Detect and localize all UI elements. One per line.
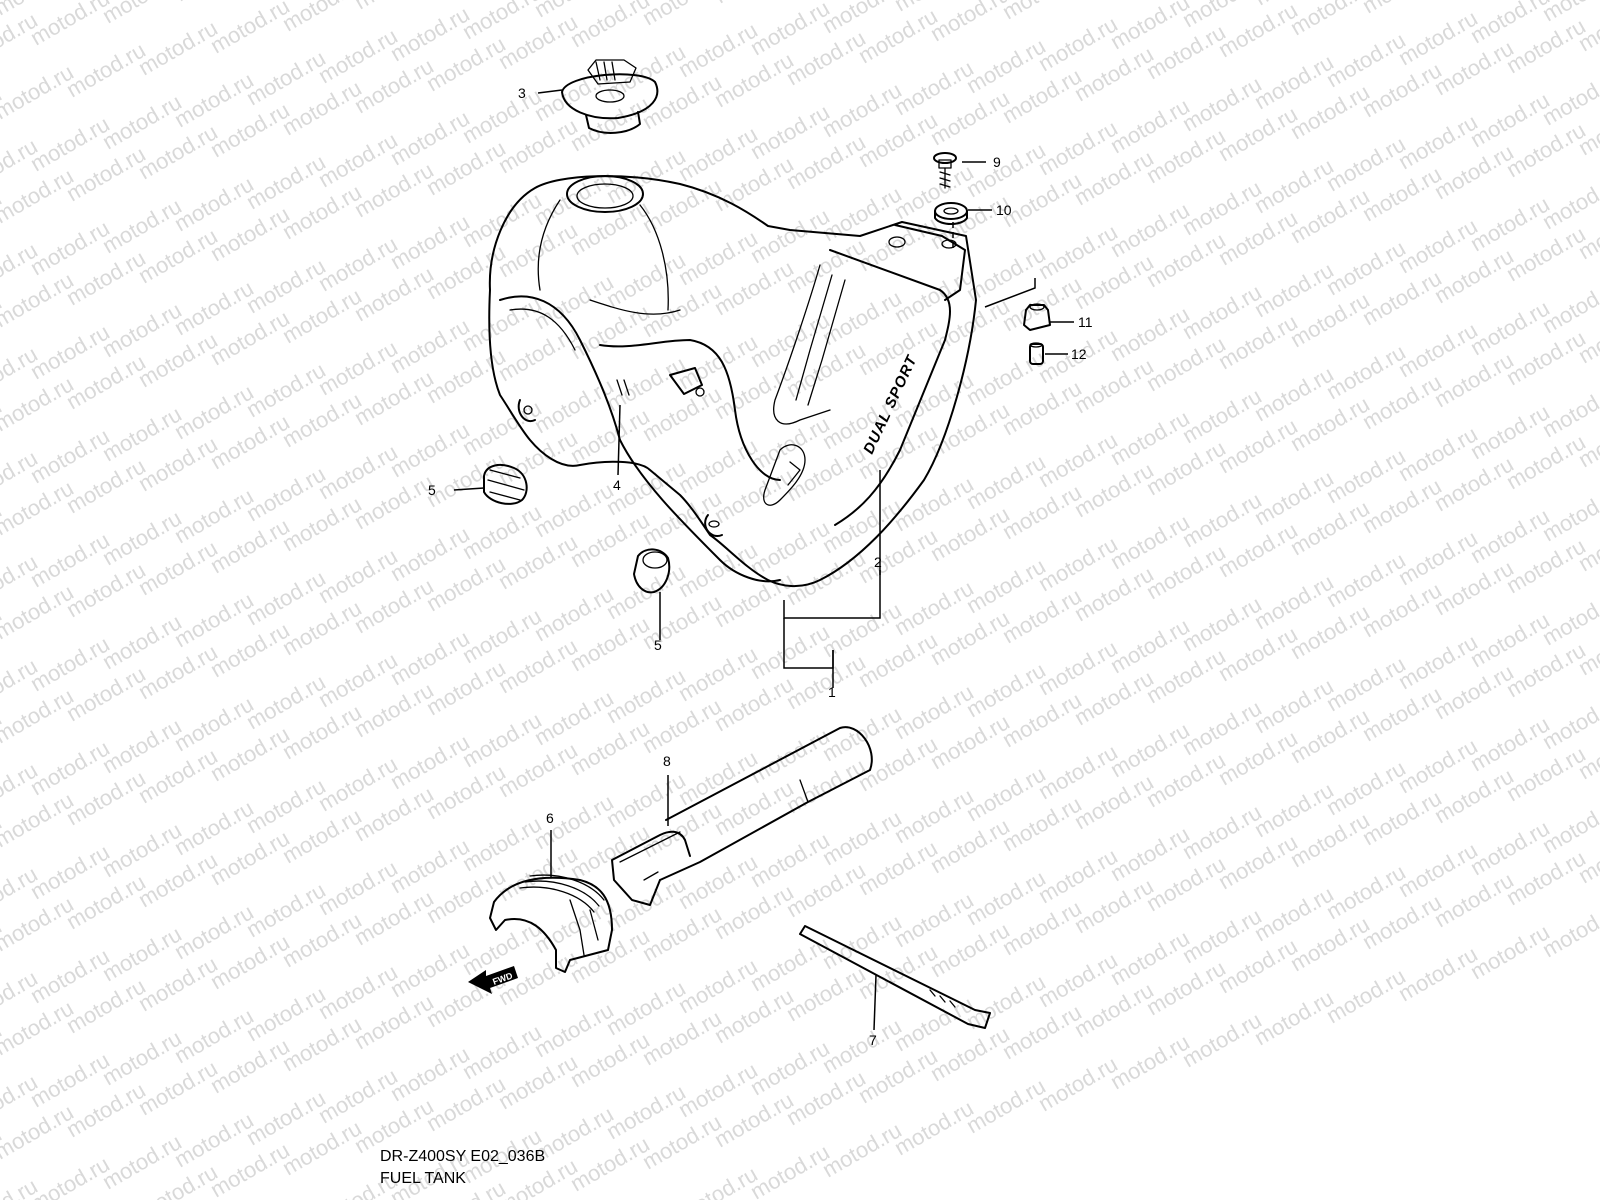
tube-part-8[interactable] (611, 726, 873, 906)
cushion-part-5-upper[interactable] (483, 463, 528, 505)
callout-labels: 3 9 10 11 12 4 5 5 2 1 8 6 7 (428, 85, 1093, 1048)
diagram-model-code: DR-Z400SY E02_036B (380, 1148, 546, 1165)
cable-tie-part-7[interactable] (799, 925, 991, 1029)
watermark-text: motod.ru (1394, 941, 1482, 1006)
watermark-text: motod.ru (962, 1073, 1050, 1138)
watermark-text: motod.ru (1466, 919, 1554, 984)
callout-10: 10 (996, 202, 1012, 218)
watermark-text: motod.ru (350, 0, 438, 14)
watermark-text: motod.ru (1106, 1029, 1194, 1094)
callout-2: 2 (874, 554, 882, 570)
watermark-text: motod.ru (998, 0, 1086, 24)
watermark-text: motod.ru (1538, 897, 1600, 962)
watermark-text: motod.ru (1538, 793, 1600, 858)
watermark-text: motod.ru (1538, 377, 1600, 442)
watermark-text: motod.ru (818, 1117, 906, 1182)
watermark-text: motod.ru (1538, 273, 1600, 338)
watermark-text: motod.ru (1538, 169, 1600, 234)
washer-part-10[interactable] (934, 202, 968, 225)
watermark-text: motod.ru (1034, 1051, 1122, 1116)
collar-part-12[interactable] (1029, 342, 1044, 365)
diagram-title: FUEL TANK (380, 1170, 466, 1187)
watermark-text: motod.ru (1538, 585, 1600, 650)
watermark-text: motod.ru (170, 0, 258, 6)
watermark-text: motod.ru (0, 59, 78, 124)
watermark-text: motod.ru (1538, 65, 1600, 130)
fuel-cap-part-3[interactable] (561, 59, 659, 134)
watermark-text: motod.ru (62, 37, 150, 102)
callout-11: 11 (1078, 314, 1093, 330)
callout-6: 6 (546, 810, 554, 826)
watermark-text: motod.ru (1358, 0, 1446, 18)
cushion-part-5-lower[interactable] (633, 548, 671, 594)
callout-5-upper: 5 (428, 482, 436, 498)
watermark-text: motod.ru (1286, 0, 1374, 40)
callout-5-lower: 5 (654, 637, 662, 653)
watermark-text: motod.ru (98, 0, 186, 28)
watermark-text: motod.ru (134, 15, 222, 80)
strip-part-4[interactable] (616, 379, 630, 396)
bolt-part-9[interactable] (933, 152, 957, 189)
watermark-text: motod.ru (890, 1095, 978, 1160)
callout-9: 9 (993, 154, 1001, 170)
leader-lines (453, 89, 1074, 1031)
watermark-text: motod.ru (278, 0, 366, 36)
callout-8: 8 (663, 753, 671, 769)
watermark-text: motod.ru (1070, 0, 1158, 2)
callout-3: 3 (518, 85, 526, 101)
watermark-text: motod.ru (1322, 963, 1410, 1028)
watermark-text: motod.ru (1250, 985, 1338, 1050)
watermark-text: motod.ru (1538, 689, 1600, 754)
watermark-text: motod.ru (710, 0, 798, 8)
callout-1: 1 (828, 684, 836, 700)
protector-part-6[interactable] (489, 874, 613, 973)
watermark-text: motod.ru (638, 0, 726, 30)
callout-4: 4 (613, 477, 621, 493)
cushion-part-11[interactable] (1023, 303, 1051, 331)
watermark-text: motod.ru (206, 0, 294, 58)
watermark-text: motod.ru (1538, 481, 1600, 546)
callout-7: 7 (869, 1032, 877, 1048)
watermark-text: motod.ru (746, 1139, 834, 1200)
callout-12: 12 (1071, 346, 1087, 362)
watermark-text: motod.ru (1178, 1007, 1266, 1072)
